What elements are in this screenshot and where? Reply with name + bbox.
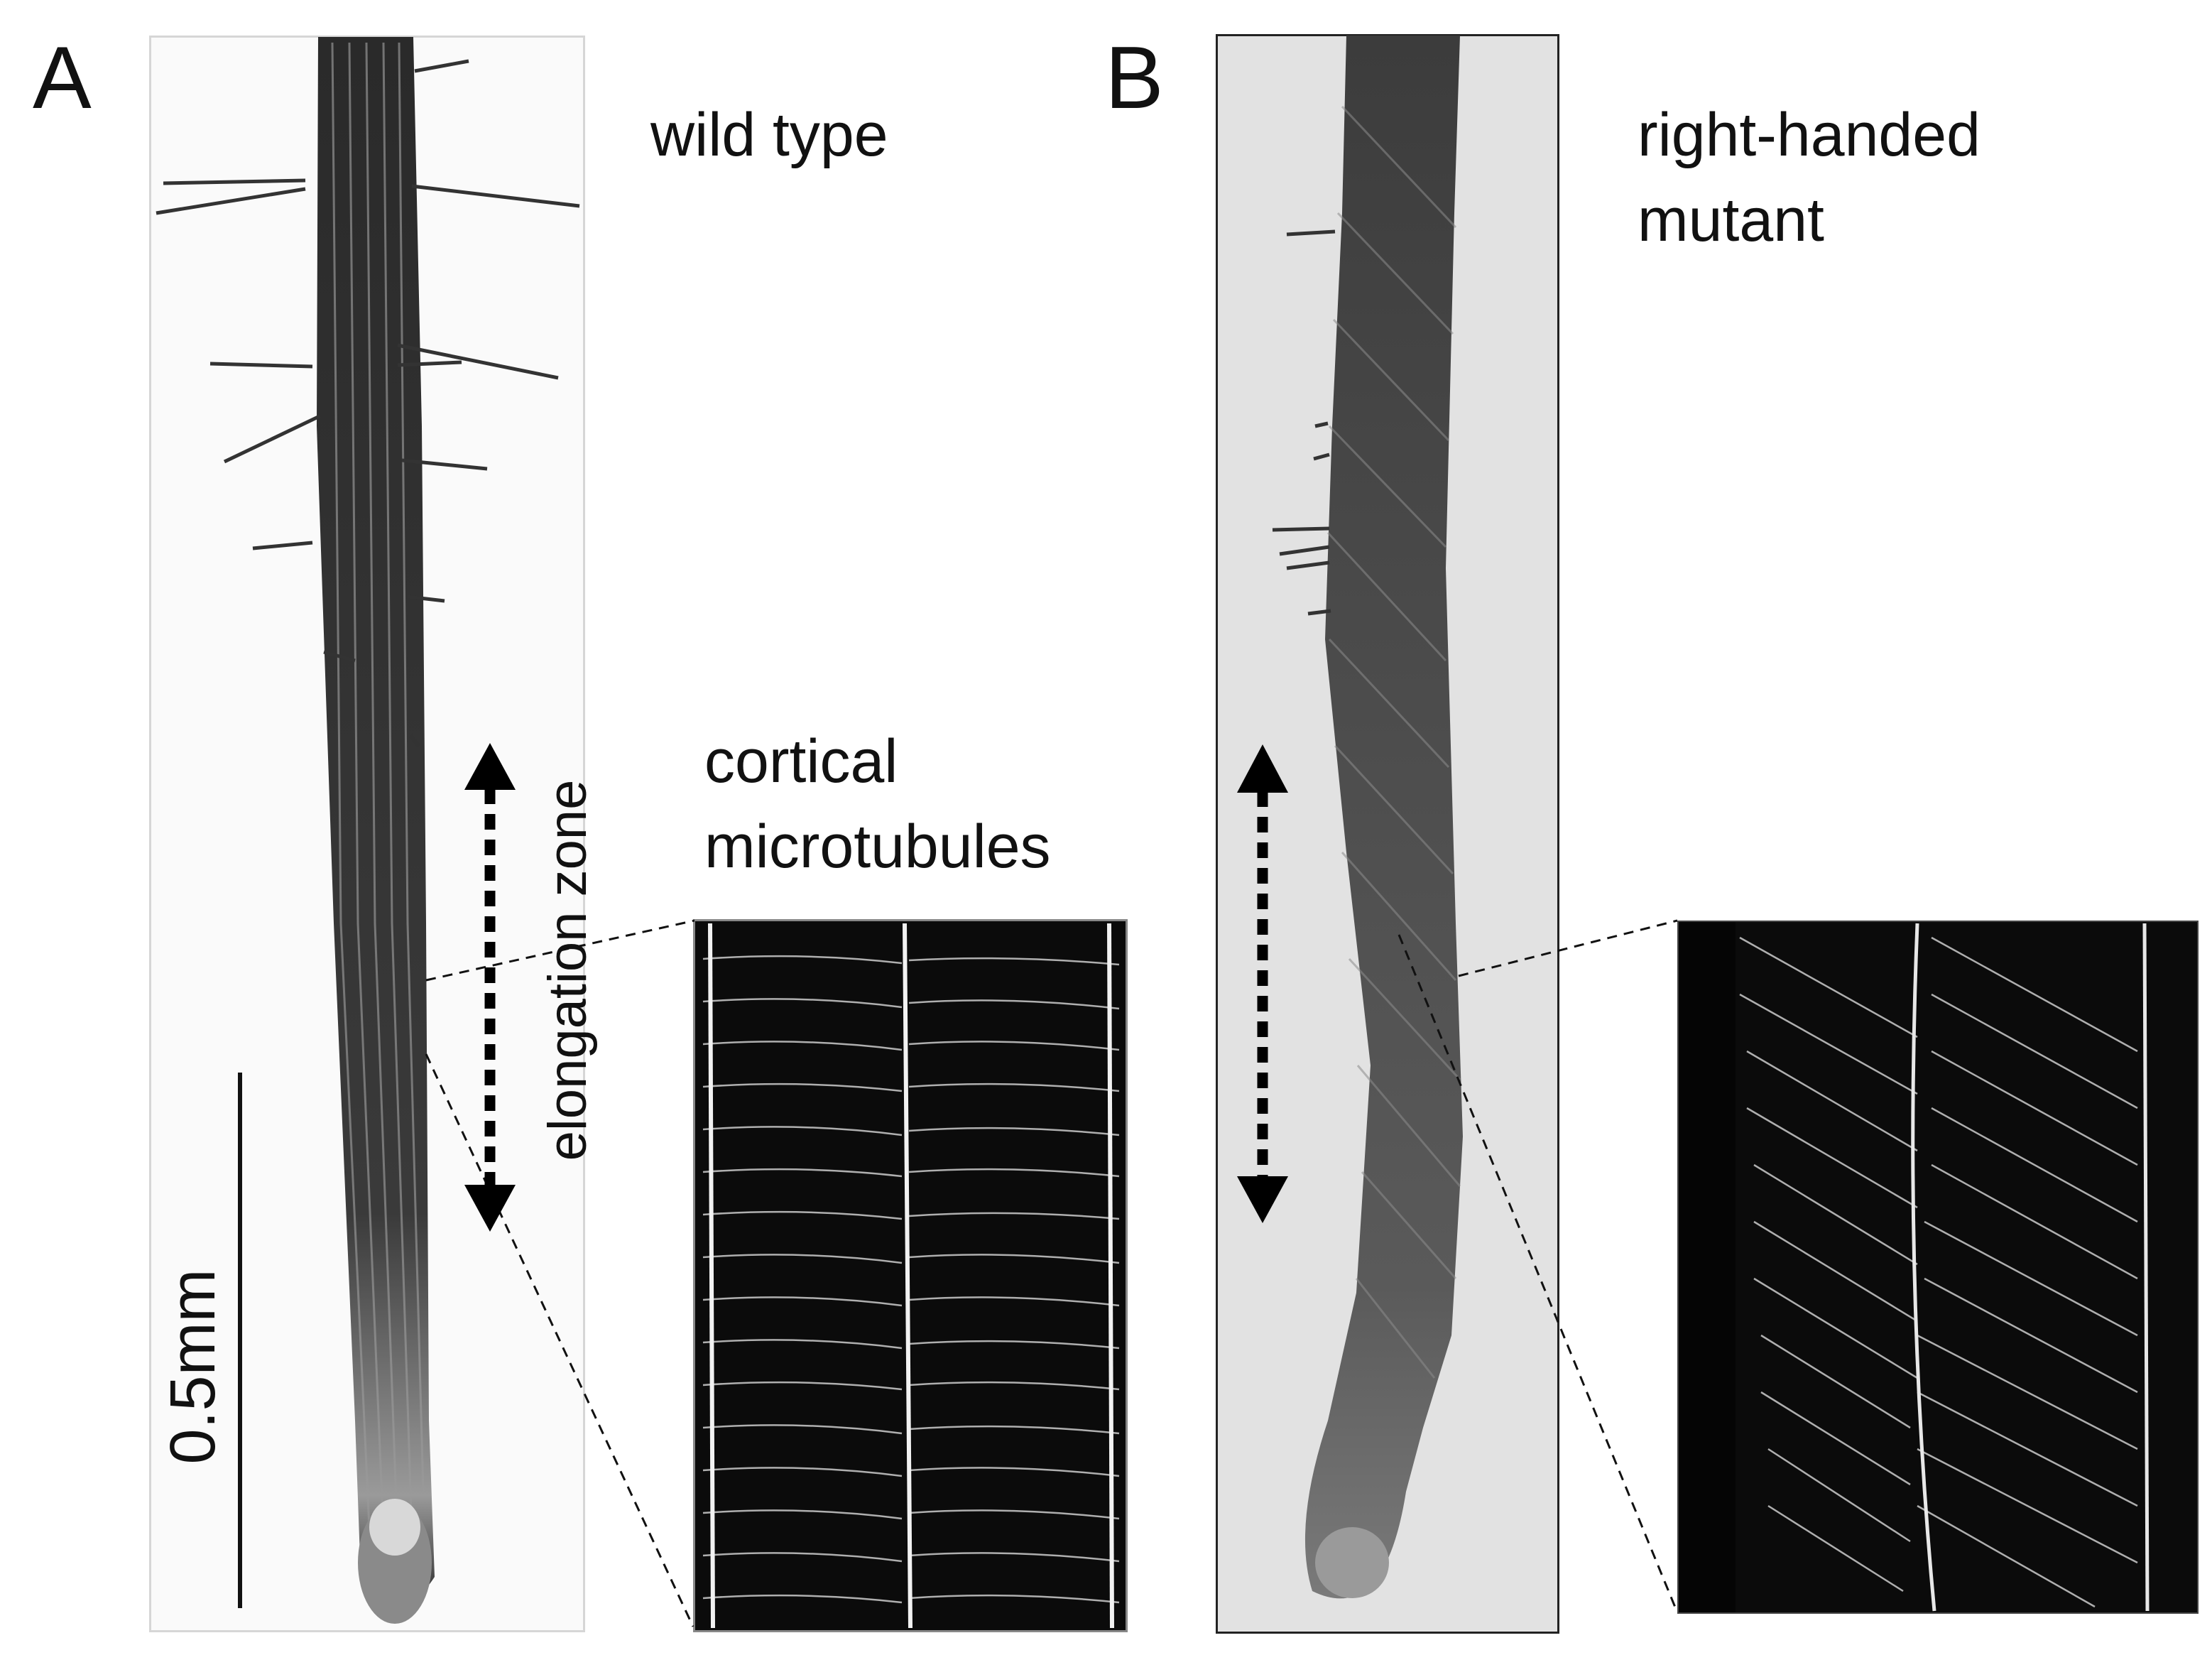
elongation-zone-arrow-a [464,743,516,1232]
panel-b-title-line2: mutant [1638,186,1824,254]
mutant-microtubules [1739,936,2138,1608]
mutant-cell-walls [1911,923,2150,1612]
inset-a-label-line2: microtubules [704,813,1051,881]
zoom-lines [425,919,1679,1627]
panel-a-title: wild type [650,101,888,169]
panel-a-letter: A [33,29,92,127]
scale-bar-label: 0.5mm [158,1269,229,1465]
panel-b-title-line1: right-handed [1638,101,1981,169]
inset-a-label-line1: cortical [704,727,898,796]
mutant-root [1272,36,1463,1599]
panel-b-letter: B [1105,29,1164,127]
wild-type-cell-walls [708,923,1114,1629]
elongation-zone-label: elongation zone [538,779,598,1161]
root-hairs [156,59,580,747]
wild-type-root [156,37,580,1624]
elongation-zone-arrow-b [1237,744,1288,1223]
wild-type-microtubules [702,955,1120,1604]
mutant-root-hairs [1272,229,1336,616]
